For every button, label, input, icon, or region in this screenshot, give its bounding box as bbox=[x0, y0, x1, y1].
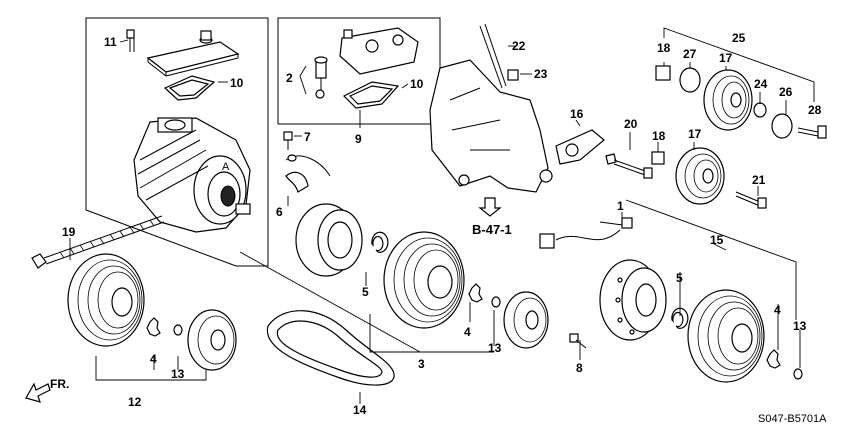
callout-2[interactable]: 2 bbox=[286, 71, 293, 85]
bolt-8[interactable] bbox=[569, 333, 587, 349]
bolt-7[interactable] bbox=[283, 131, 293, 150]
shim-4-left[interactable] bbox=[146, 317, 161, 337]
reference-label[interactable]: B-47-1 bbox=[472, 222, 512, 237]
front-direction-arrow bbox=[25, 382, 51, 403]
callout-15[interactable]: 15 bbox=[710, 233, 724, 247]
bolt-20[interactable] bbox=[605, 153, 653, 179]
callout-10-right[interactable]: 10 bbox=[410, 77, 424, 91]
nut-23[interactable] bbox=[507, 69, 519, 81]
callout-3[interactable]: 3 bbox=[418, 357, 425, 371]
callout-10-left[interactable]: 10 bbox=[230, 76, 244, 90]
compressor-group-frame bbox=[85, 17, 269, 267]
idler-pulley-17-upper[interactable] bbox=[703, 69, 753, 131]
callout-17-upper[interactable]: 17 bbox=[719, 51, 733, 65]
idler-pulley-17-lower[interactable] bbox=[675, 147, 725, 205]
callout-1[interactable]: 1 bbox=[617, 199, 624, 213]
callout-23[interactable]: 23 bbox=[534, 67, 548, 81]
callout-13-mid[interactable]: 13 bbox=[488, 341, 502, 355]
callout-16[interactable]: 16 bbox=[570, 107, 584, 121]
armature-plate-left[interactable] bbox=[187, 309, 237, 371]
compressor-bracket[interactable] bbox=[429, 59, 553, 193]
callout-26[interactable]: 26 bbox=[779, 85, 793, 99]
washer-13-right[interactable] bbox=[793, 368, 803, 380]
callout-25[interactable]: 25 bbox=[732, 31, 746, 45]
callout-9[interactable]: 9 bbox=[355, 132, 362, 146]
field-coil-right[interactable] bbox=[599, 259, 667, 341]
callout-12[interactable]: 12 bbox=[128, 395, 142, 409]
pressure-switch[interactable] bbox=[314, 56, 328, 99]
thermal-protector-wire[interactable] bbox=[285, 154, 331, 193]
callout-19[interactable]: 19 bbox=[62, 225, 76, 239]
pulley-3[interactable] bbox=[383, 231, 465, 329]
callout-4-left[interactable]: 4 bbox=[150, 352, 157, 366]
bracket-group-frame bbox=[277, 17, 441, 125]
field-coil-left[interactable] bbox=[295, 203, 363, 277]
washer-13-mid[interactable] bbox=[491, 296, 501, 308]
washer-13-left[interactable] bbox=[173, 324, 183, 336]
drive-belt[interactable] bbox=[266, 310, 395, 386]
callout-11[interactable]: 11 bbox=[104, 35, 117, 49]
callout-13-right[interactable]: 13 bbox=[793, 319, 807, 333]
callout-5-right[interactable]: 5 bbox=[676, 271, 683, 285]
bolt-28[interactable] bbox=[797, 125, 827, 139]
callout-13-left[interactable]: 13 bbox=[171, 367, 185, 381]
bearing-24[interactable] bbox=[753, 102, 767, 118]
callout-20[interactable]: 20 bbox=[624, 117, 638, 131]
leader-lines bbox=[69, 27, 815, 404]
compressor-long-bolt[interactable] bbox=[31, 215, 165, 269]
callouts: 11 10 2 10 9 7 6 19 5 4 13 12 3 4 13 14 … bbox=[62, 31, 822, 417]
svg-text:A: A bbox=[222, 161, 230, 173]
callout-8[interactable]: 8 bbox=[576, 361, 583, 375]
compressor-cover-plate[interactable] bbox=[146, 30, 240, 77]
cap-27[interactable] bbox=[679, 67, 701, 93]
pulley-12[interactable] bbox=[67, 253, 145, 347]
gasket-left[interactable] bbox=[163, 75, 216, 101]
pulley-15[interactable] bbox=[687, 289, 765, 383]
callout-28[interactable]: 28 bbox=[808, 103, 822, 117]
callout-24[interactable]: 24 bbox=[754, 77, 768, 91]
stud-bolt-22[interactable] bbox=[479, 23, 507, 89]
gasket-right[interactable] bbox=[342, 81, 400, 109]
shim-4-right[interactable] bbox=[766, 349, 781, 369]
snap-ring-5-left[interactable] bbox=[371, 231, 389, 253]
idler-arm-16[interactable] bbox=[555, 129, 605, 165]
bolt-21[interactable] bbox=[735, 191, 767, 209]
callout-17-lower[interactable]: 17 bbox=[688, 127, 702, 141]
callout-18-mid[interactable]: 18 bbox=[652, 129, 666, 143]
reference-arrow bbox=[478, 197, 502, 217]
callout-7[interactable]: 7 bbox=[304, 130, 311, 144]
ac-compressor[interactable]: A bbox=[133, 117, 251, 233]
callout-4-right[interactable]: 4 bbox=[774, 303, 781, 317]
collar-18-top[interactable] bbox=[655, 65, 671, 81]
callout-21[interactable]: 21 bbox=[752, 173, 766, 187]
callout-5-left[interactable]: 5 bbox=[362, 285, 369, 299]
compressor-rear-head[interactable] bbox=[339, 27, 419, 75]
callout-4-mid[interactable]: 4 bbox=[464, 325, 471, 339]
callout-14[interactable]: 14 bbox=[353, 403, 367, 417]
collar-18-mid[interactable] bbox=[651, 151, 665, 165]
shim-4-mid[interactable] bbox=[468, 283, 483, 303]
cap-26[interactable] bbox=[771, 113, 793, 139]
callout-22[interactable]: 22 bbox=[512, 39, 526, 53]
callout-6[interactable]: 6 bbox=[276, 205, 283, 219]
callout-27[interactable]: 27 bbox=[683, 47, 697, 61]
harness-1[interactable] bbox=[539, 217, 633, 249]
callout-18-top[interactable]: 18 bbox=[657, 41, 671, 55]
diagram-code: S047-B5701A bbox=[758, 413, 827, 425]
snap-ring-5-right[interactable] bbox=[671, 307, 689, 329]
cover-bolt[interactable] bbox=[126, 29, 135, 52]
front-direction-label: FR. bbox=[50, 377, 69, 391]
armature-plate-mid[interactable] bbox=[503, 291, 549, 349]
